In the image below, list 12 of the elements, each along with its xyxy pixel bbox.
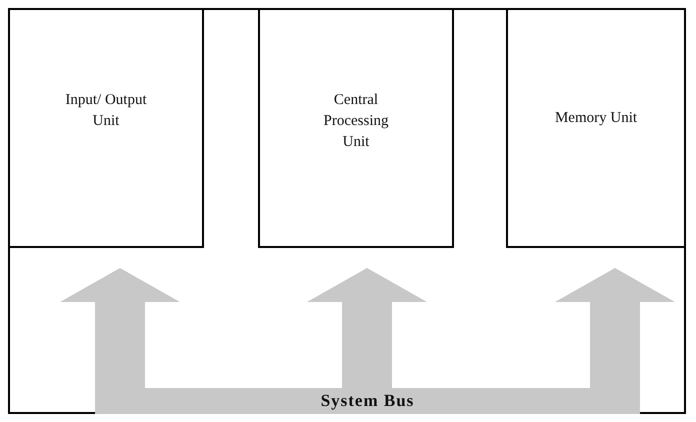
unit-label: Input/ Output Unit	[64, 91, 148, 131]
bus-arrow	[307, 268, 427, 388]
unit-label: Memory Unit	[554, 109, 638, 128]
unit-box	[8, 8, 204, 248]
bus-bar	[95, 388, 640, 414]
unit-box	[506, 8, 686, 248]
unit-label: Central Processing Unit	[322, 91, 390, 152]
bus-arrow	[555, 268, 675, 388]
unit-box	[258, 8, 454, 248]
bus-arrow	[60, 268, 180, 388]
system-frame	[8, 8, 686, 414]
bus-label: System Bus	[320, 391, 414, 411]
